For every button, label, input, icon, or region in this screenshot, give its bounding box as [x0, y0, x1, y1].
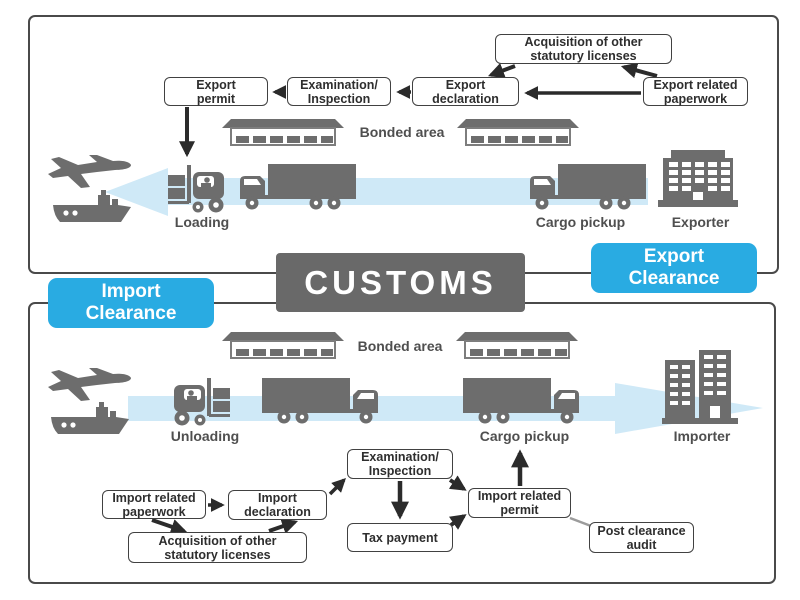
flow-box-post-clearance-audit: Post clearance audit [589, 522, 694, 553]
flow-box-tax-payment: Tax payment [347, 523, 453, 552]
flow-box-import-declaration: Import declaration [228, 490, 327, 520]
loading-label: Loading [174, 214, 230, 230]
customs-banner: CUSTOMS [276, 253, 525, 312]
cargo-pickup-label: Cargo pickup [535, 214, 626, 230]
flow-box-import-related-permit: Import related permit [468, 488, 571, 518]
importer-label: Importer [673, 428, 731, 444]
unloading-label: Unloading [170, 428, 240, 444]
bonded-area-label: Bonded area [357, 338, 443, 354]
flow-box-export-declaration: Export declaration [412, 77, 519, 106]
flow-box-import-related-paperwork: Import related paperwork [102, 490, 206, 519]
flow-box-acquisition-export: Acquisition of other statutory licenses [495, 34, 672, 64]
bonded-area-label: Bonded area [359, 124, 445, 140]
import-clearance-badge: Import Clearance [48, 278, 214, 328]
export-clearance-badge: Export Clearance [591, 243, 757, 293]
flow-box-examination-export: Examination/ Inspection [287, 77, 391, 106]
flow-box-export-permit: Export permit [164, 77, 268, 106]
flow-box-export-related-paperwork: Export related paperwork [643, 77, 748, 106]
exporter-label: Exporter [671, 214, 730, 230]
cargo-pickup-label: Cargo pickup [479, 428, 570, 444]
flow-box-examination-import: Examination/ Inspection [347, 449, 453, 479]
flow-box-acquisition-import: Acquisition of other statutory licenses [128, 532, 307, 563]
